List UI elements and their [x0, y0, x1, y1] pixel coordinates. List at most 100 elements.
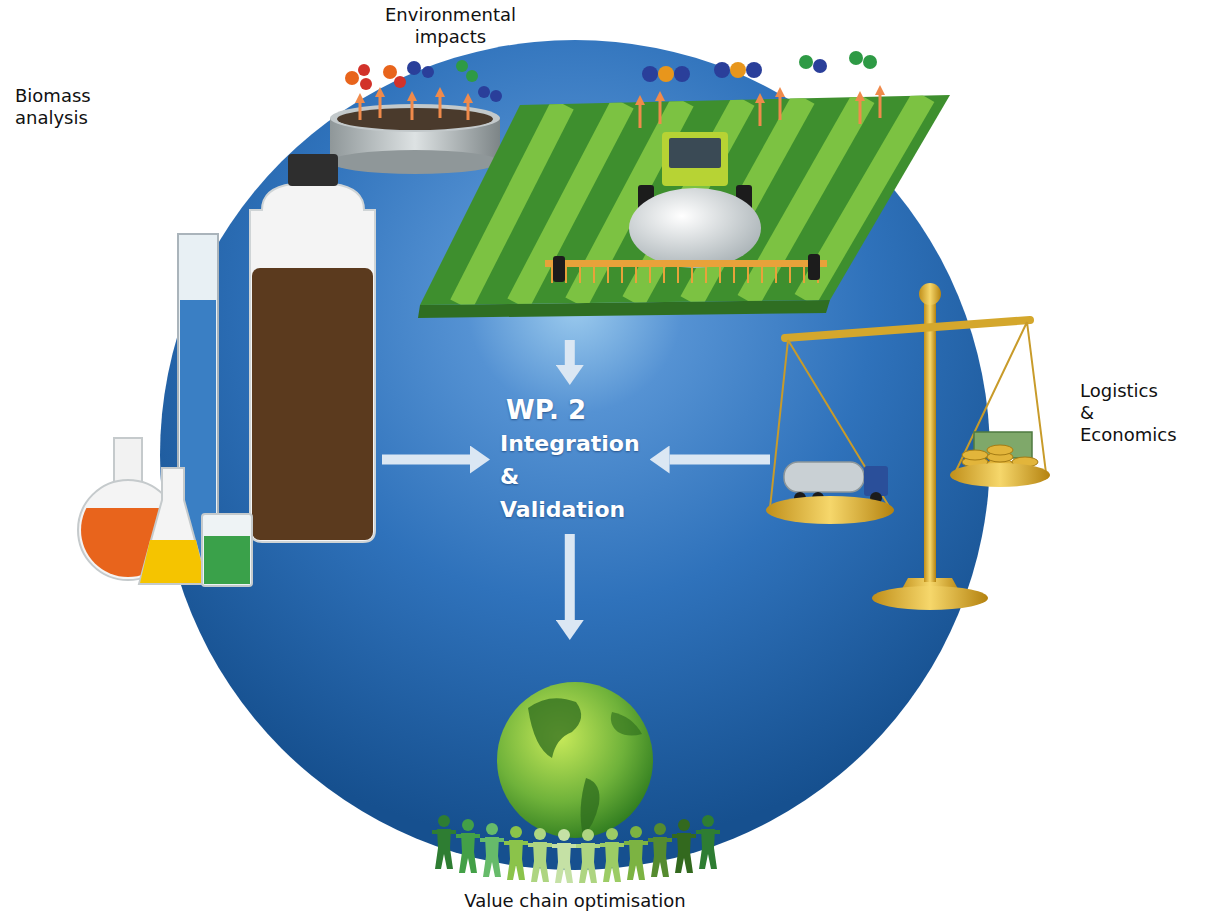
molecule [478, 86, 490, 98]
scale-base [872, 586, 988, 610]
molecule [360, 78, 372, 90]
connector-group [382, 340, 770, 620]
topic-group: Value chain optimisation [400, 640, 750, 914]
coin [962, 450, 988, 460]
molecule [746, 62, 762, 78]
molecule [799, 55, 813, 69]
emission-arrow [379, 92, 382, 118]
bottle-cap [288, 154, 338, 186]
person [600, 828, 624, 882]
person [528, 828, 552, 882]
tank-emissions [360, 92, 468, 120]
hub-node: WP. 2Integration & Validation [490, 385, 650, 534]
emission-arrow [411, 96, 414, 120]
lab-glassware [78, 154, 375, 586]
hub-title: Integration & Validation [500, 427, 640, 526]
molecule [456, 60, 468, 72]
conical-flask [139, 468, 207, 584]
tank-base [330, 150, 500, 174]
person [672, 819, 696, 873]
topic-label: Biomass analysis [15, 85, 91, 129]
scale-post [924, 300, 936, 582]
tank-molecules [345, 60, 502, 102]
molecule [383, 65, 397, 79]
emission-arrow [859, 96, 862, 124]
molecule [345, 71, 359, 85]
crop-row [461, 104, 563, 305]
molecule [407, 61, 421, 75]
scale-pan [950, 463, 1050, 487]
person [576, 829, 600, 883]
balance-scale [766, 283, 1050, 610]
hub-heading: WP. 2 [500, 393, 640, 427]
beaker-liquid [204, 536, 250, 584]
person [552, 829, 576, 883]
beaker [202, 514, 252, 586]
molecule [863, 55, 877, 69]
coin [987, 445, 1013, 455]
emission-arrow [359, 98, 362, 120]
bottle-liquid [252, 268, 373, 540]
person [504, 826, 528, 880]
crop-row [805, 96, 924, 300]
topic-label: Logistics & Economics [1080, 380, 1177, 446]
conical-liquid [140, 540, 206, 583]
flow-arrow [382, 455, 470, 465]
scale-pan [766, 496, 894, 524]
tanker-body [784, 462, 864, 492]
person [456, 819, 480, 873]
person [432, 815, 456, 869]
emission-arrow [879, 90, 882, 118]
continent [581, 778, 600, 836]
continent [611, 712, 642, 736]
molecule [674, 66, 690, 82]
topic-label: Value chain optimisation [400, 890, 750, 912]
person [480, 823, 504, 877]
tractor [545, 132, 827, 283]
molecule [422, 66, 434, 78]
scale-knob [919, 283, 941, 305]
scale-beam [785, 320, 1030, 338]
emission-arrow [639, 100, 642, 128]
spray-tank [629, 188, 761, 268]
molecule [714, 62, 730, 78]
person [624, 826, 648, 880]
boom-wheel [808, 254, 820, 280]
spray-nozzles [552, 267, 818, 283]
topic-label: Environmental impacts [385, 4, 516, 48]
crop-rows [461, 96, 924, 305]
topic-group: Logistics & Economics [770, 275, 1200, 615]
topic-group: Biomass analysis [8, 85, 382, 605]
boom-wheel [553, 256, 565, 282]
field-ground [420, 95, 950, 305]
molecule [490, 90, 502, 102]
earth-community [432, 682, 720, 883]
molecule [394, 76, 406, 88]
flow-arrow [565, 534, 575, 620]
molecule [730, 62, 746, 78]
molecule [849, 51, 863, 65]
molecule [642, 66, 658, 82]
molecule [658, 66, 674, 82]
tractor-cab [662, 132, 728, 186]
topic-group: Environmental impacts [330, 2, 958, 340]
molecule [358, 64, 370, 76]
crop-row [748, 97, 864, 301]
spray-boom [545, 260, 827, 267]
person [648, 823, 672, 877]
pan-cords [770, 340, 890, 508]
slurry-tank [330, 104, 500, 174]
truck-cab [864, 466, 888, 496]
person [696, 815, 720, 869]
field [418, 95, 950, 318]
field-emissions [640, 90, 880, 128]
emission-arrow [467, 98, 470, 120]
cab-window [669, 138, 721, 168]
hub-sphere [160, 40, 990, 870]
sample-bottle [250, 184, 375, 542]
flow-arrow [565, 340, 575, 365]
continent [528, 698, 581, 758]
